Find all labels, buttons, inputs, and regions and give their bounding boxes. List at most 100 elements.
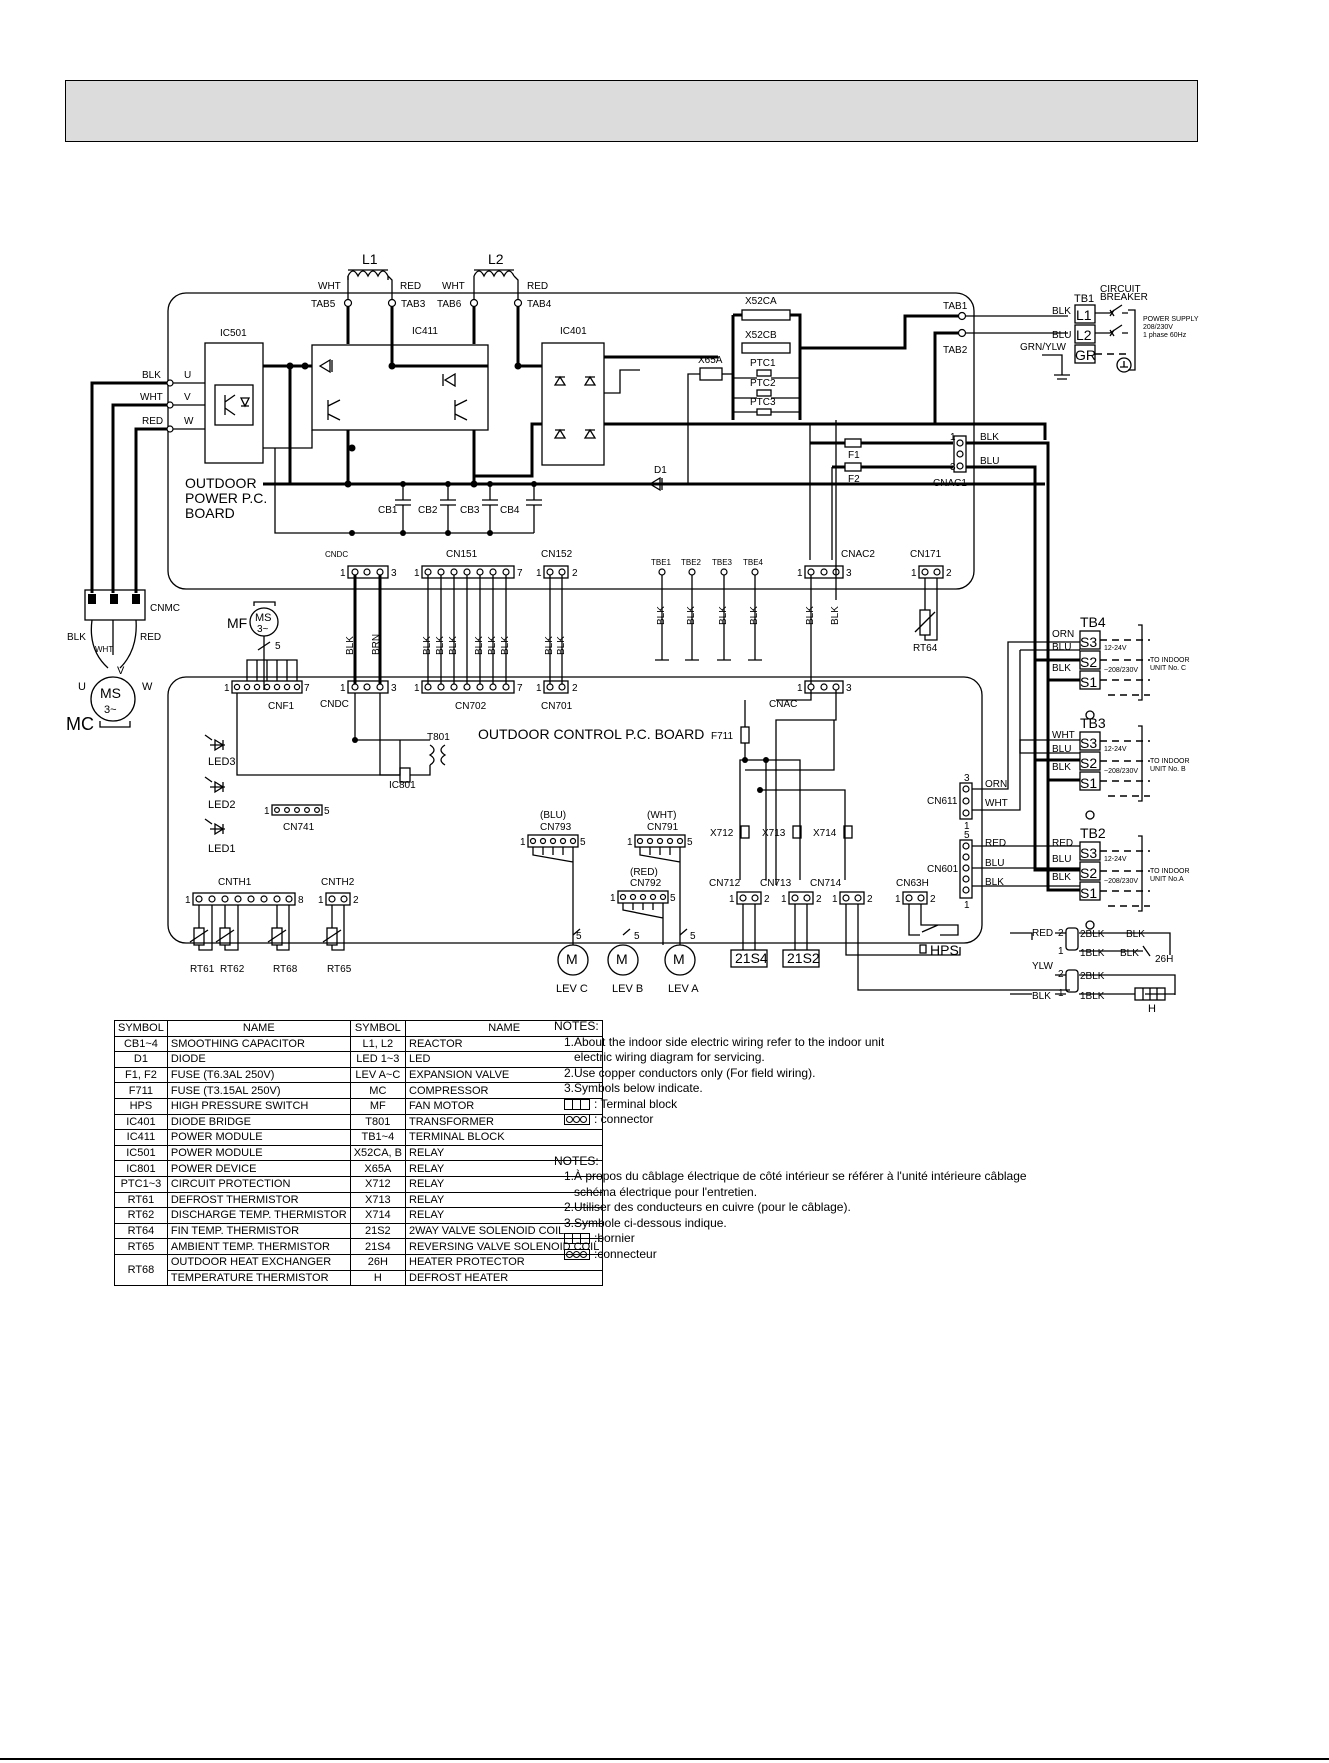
cndc-power-pin3: 3 [391,568,397,579]
rt65-label: RT65 [327,964,352,975]
cnf1-pin7: 7 [304,683,310,694]
ptc2-label: PTC2 [750,378,776,389]
compressor-motor-icon [90,676,136,722]
notes-fr-1a: 1.À propos du câblage électrique de côté… [564,1169,1027,1183]
cn792-pin1: 1 [610,893,616,904]
cn792-label: CN792 [630,878,662,889]
tb3-s1: S1 [1080,775,1097,791]
tab1-label: TAB1 [943,301,968,312]
cn171-pin2: 2 [946,568,952,579]
tb1-l2: L2 [1076,327,1092,343]
reactor-l1: L1 [347,251,389,280]
legend-name: RELAY [404,1207,604,1224]
cnth1-pin8: 8 [298,895,304,906]
terminal-block-tb4: TB4 S3 S2 S1 ORN BLU BLK 12-24V ~208/230… [1052,614,1190,701]
tb2-unit-2: UNIT No.A [1150,876,1184,883]
notes-fr-cn-row: :connecteur [554,1247,1154,1263]
tb2-red: RED [1052,838,1073,849]
breaker-label-2: BREAKER [1100,292,1148,303]
legend-name: POWER MODULE [166,1129,351,1146]
legend-name: DIODE BRIDGE [166,1113,351,1131]
cn601-pin5: 5 [964,830,970,841]
tb2-s2: S2 [1080,865,1097,881]
heater-1blk-1: 1BLK [1080,948,1105,959]
ic501-w: W [184,416,194,427]
tb4-high-v: ~208/230V [1104,667,1138,674]
led3-label: LED3 [208,756,236,768]
power-supply-text-1: POWER SUPPLY [1143,316,1199,323]
t801-label: T801 [427,732,450,743]
cn611-label: CN611 [927,796,958,807]
cn601-blu: BLU [985,858,1004,869]
cnth1-label: CNTH1 [218,877,252,888]
legend-symbol: LED 1~3 [349,1051,407,1068]
cn601-pin1: 1 [964,900,970,911]
interboard-wire-labels: BLK BRN BLK BLK BLK BLK BLK BLK BLK BLK … [345,606,841,655]
power-supply-text-3: 1 phase 60Hz [1143,332,1187,339]
lev-c-label: LEV C [556,983,588,995]
cn701-pin1: 1 [536,683,542,694]
legend-header-symbol-1: SYMBOL [114,1020,168,1037]
notes-fr-1b: schéma électrique pour l'entretien. [574,1184,758,1199]
header-bar [65,80,1198,142]
cn611-pin3: 3 [964,773,970,784]
cn63h-label: CN63H [896,878,929,889]
reactor-l2: L2 [473,251,515,278]
tb2-low-v: 12-24V [1104,856,1127,863]
mc-red: RED [140,632,161,643]
legend-symbol: IC401 [114,1113,168,1131]
fuse-f2-label: F2 [848,474,860,485]
tb4-s1: S1 [1080,674,1097,690]
svg-text:M: M [616,951,628,967]
tb4-blu: BLU [1052,642,1071,653]
cnac1-pin1: 1 [950,432,956,443]
tbe4-label: TBE4 [743,558,764,567]
cn63h-pin2: 2 [930,894,936,905]
cn611-wht: WHT [985,798,1008,809]
thermistor-icons [189,905,345,951]
cn713-pin2: 2 [816,894,822,905]
notes-fr-3: 3.Symbole ci-dessous indique. [564,1215,727,1230]
diode-d1-label: D1 [654,465,667,476]
rt64-label: RT64 [913,643,938,654]
wire-red-l2: RED [527,281,548,292]
legend-symbol: X65A [349,1160,407,1177]
legend-symbol: MF [349,1097,407,1115]
tb1-gr: GR [1075,347,1096,363]
heater-protector-label: 26H [1155,954,1173,965]
tb2-unit-1: TO INDOOR [1150,868,1190,875]
cnf1-pin1: 1 [224,683,230,694]
cn712-pin2: 2 [764,894,770,905]
mc-v: V [117,665,125,677]
ic411-label: IC411 [412,326,438,337]
cb4-label: CB4 [500,505,520,516]
legend-symbol: HPS [114,1097,168,1115]
heater-ylw: YLW [1032,961,1053,972]
cn701-label: CN701 [541,701,573,712]
x713-label: X713 [762,828,786,839]
cn151-pin7: 7 [517,568,523,579]
legend-symbol: RT61 [114,1191,168,1209]
notes-fr-tb-row: :bornier [554,1231,1154,1247]
legend-symbol: IC501 [114,1144,168,1162]
cn151-label: CN151 [446,549,478,560]
wire-blk-l1: BLK [1052,306,1071,317]
led1-label: LED1 [208,843,236,855]
cn793-pin5: 5 [580,837,586,848]
legend-name: DEFROST THERMISTOR [166,1191,351,1209]
reactor-l2-label: L2 [488,251,504,267]
cn601-red: RED [985,838,1006,849]
cnac-label: CNAC [769,699,797,710]
tb4-s3: S3 [1080,634,1097,650]
legend-symbol: TB1~4 [349,1129,407,1146]
cb3-label: CB3 [460,505,480,516]
heater-2blk-1: 2BLK [1080,929,1105,940]
tb4-low-v: 12-24V [1104,645,1127,652]
cndc-control-label: CNDC [320,699,349,710]
heater-red: RED [1032,928,1053,939]
legend-symbol: CB1~4 [114,1035,168,1053]
wire-wht-l1: WHT [318,281,341,292]
